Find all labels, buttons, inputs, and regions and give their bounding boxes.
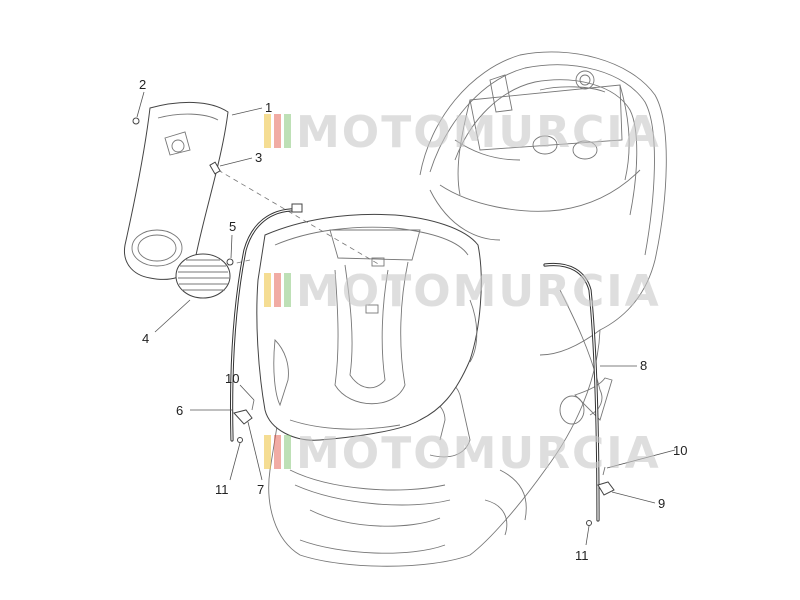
right-trim-strip [543,262,600,522]
screw-part-2 [132,117,140,125]
clip-part-3 [209,161,221,175]
watermark-middle: MOTOMURCIA [264,266,661,317]
callout-labels: 1 2 3 4 5 6 7 8 9 10 10 11 11 [139,77,687,563]
callout-8: 8 [640,358,647,373]
assembly-line [217,169,381,266]
callout-5: 5 [229,219,236,234]
callout-9: 9 [658,496,665,511]
svg-text:MOTOMURCIA: MOTOMURCIA [296,266,661,317]
horn-grille [175,253,231,299]
clip-part-7 [233,409,253,425]
callout-11-right: 11 [575,548,589,563]
left-trim-strip [229,203,303,442]
leader-lines [136,91,676,546]
screw-part-5 [226,258,234,266]
callout-6: 6 [176,403,183,418]
screw-part-10-left [251,399,255,411]
svg-text:MOTOMURCIA: MOTOMURCIA [296,428,661,479]
svg-text:MOTOMURCIA: MOTOMURCIA [296,107,661,158]
callout-4: 4 [142,331,149,346]
screw-part-10-right [602,466,606,476]
callout-10-right: 10 [673,443,687,458]
callout-3: 3 [255,150,262,165]
callout-1: 1 [265,100,272,115]
clip-part-9 [597,481,615,496]
callout-2: 2 [139,77,146,92]
callout-7: 7 [257,482,264,497]
watermark-bottom: MOTOMURCIA [264,428,661,479]
callout-11-left: 11 [215,482,229,497]
watermark-top: MOTOMURCIA [264,107,661,158]
inner-shield-panel [256,213,482,441]
front-shield-body [268,51,667,567]
callout-10-left: 10 [225,371,239,386]
washer-part-11-left [237,437,243,443]
washer-part-11-right [586,520,592,526]
horn-cover [123,101,229,280]
